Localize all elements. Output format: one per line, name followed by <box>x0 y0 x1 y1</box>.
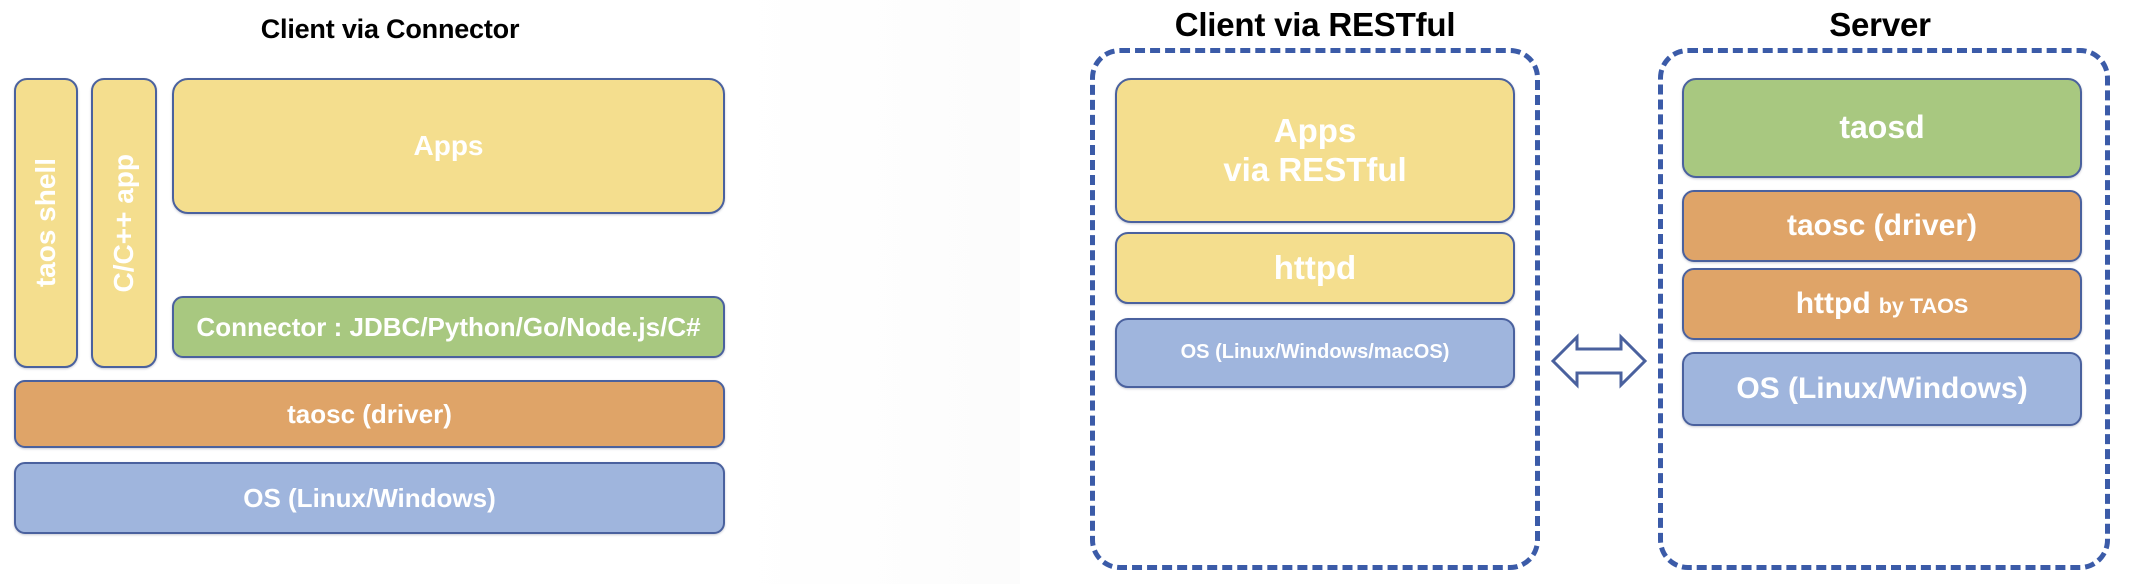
block-taosc-driver: taosc (driver) <box>14 380 725 448</box>
block-taosc-driver-server: taosc (driver) <box>1682 190 2082 262</box>
block-taosd: taosd <box>1682 78 2082 178</box>
block-cpp-app-label: C/C++ app <box>108 153 140 293</box>
client-via-connector-title: Client via Connector <box>260 14 520 44</box>
block-os-label: OS (Linux/Windows) <box>243 482 496 513</box>
apps-restful-line1: Apps <box>1273 111 1357 149</box>
block-os-server: OS (Linux/Windows) <box>1682 352 2082 426</box>
block-taosc-driver-server-label: taosc (driver) <box>1786 209 1978 243</box>
block-apps-via-restful: Apps via RESTful <box>1115 78 1515 223</box>
block-os: OS (Linux/Windows) <box>14 462 725 534</box>
block-apps-label: Apps <box>413 130 484 162</box>
client-via-restful-title: Client via RESTful <box>1174 6 1456 43</box>
block-os-client-restful-label: OS (Linux/Windows/macOS) <box>1180 341 1450 364</box>
block-httpd-by-taos: httpd by TAOS <box>1682 268 2082 340</box>
block-httpd-by-taos-label: httpd by TAOS <box>1796 286 1969 321</box>
bidirectional-arrow-icon <box>1551 333 1647 389</box>
block-taos-shell-label: taos shell <box>30 158 62 288</box>
apps-restful-line2: via RESTful <box>1223 150 1407 188</box>
block-apps-via-restful-label: Apps via RESTful <box>1223 112 1406 190</box>
client-via-connector-group: Client via Connector taos shell C/C++ ap… <box>0 0 1020 584</box>
httpd-sub-text: by TAOS <box>1878 293 1969 319</box>
httpd-main-text: httpd <box>1795 287 1871 321</box>
block-connector: Connector : JDBC/Python/Go/Node.js/C# <box>172 296 725 358</box>
server-title: Server <box>1829 6 1931 43</box>
block-apps: Apps <box>172 78 725 214</box>
block-os-server-label: OS (Linux/Windows) <box>1736 372 2028 406</box>
block-httpd-client: httpd <box>1115 232 1515 304</box>
block-os-client-restful: OS (Linux/Windows/macOS) <box>1115 318 1515 388</box>
block-taosd-label: taosd <box>1839 109 1925 146</box>
block-cpp-app: C/C++ app <box>91 78 157 368</box>
block-connector-label: Connector : JDBC/Python/Go/Node.js/C# <box>196 311 701 342</box>
block-taos-shell: taos shell <box>14 78 78 368</box>
block-taosc-driver-label: taosc (driver) <box>287 398 452 429</box>
block-httpd-client-label: httpd <box>1273 248 1357 286</box>
